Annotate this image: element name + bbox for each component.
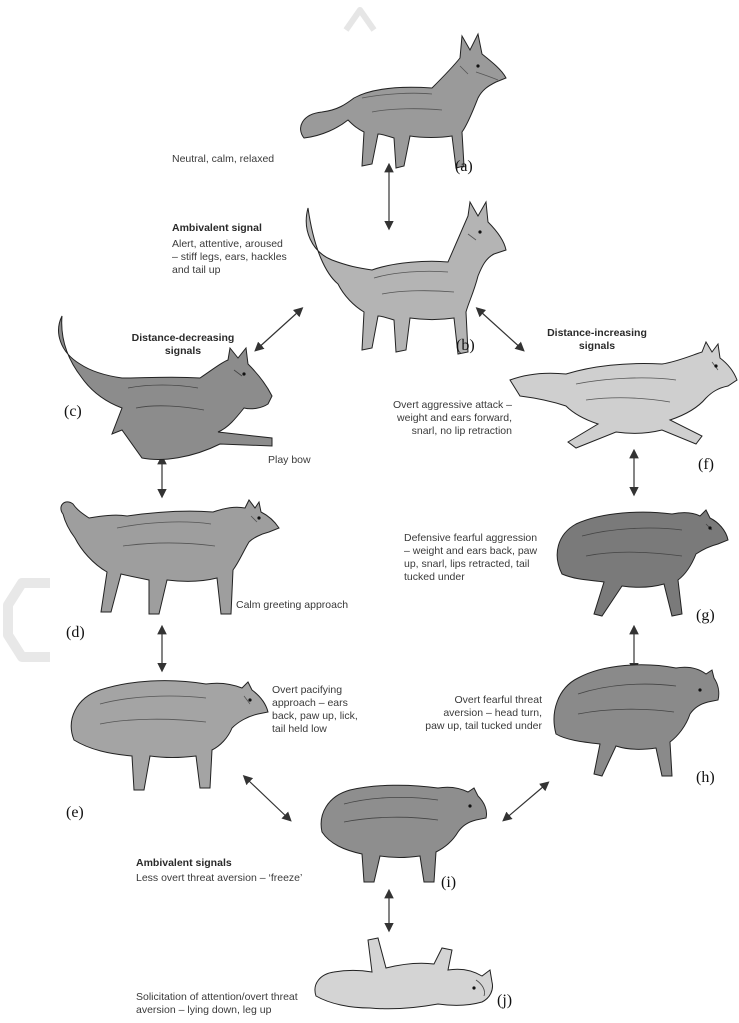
- label-d: (d): [66, 624, 85, 642]
- label-h: (h): [696, 769, 715, 787]
- caption-play-bow: Play bow: [268, 454, 311, 467]
- caption-calm-greeting: Calm greeting approach: [236, 599, 348, 612]
- label-c: (c): [64, 403, 82, 421]
- dog-pacifying-icon: [60, 676, 270, 796]
- caption-less-overt: Less overt threat aversion – ‘freeze’: [136, 872, 302, 885]
- label-f: (f): [698, 456, 714, 474]
- arrow-h-i: [504, 786, 544, 820]
- dog-play-bow-icon: [52, 312, 282, 468]
- caption-overt-fearful-threat: Overt fearful threat aversion – head tur…: [404, 694, 542, 733]
- caption-neutral: Neutral, calm, relaxed: [172, 153, 274, 166]
- caption-ambivalent-signal-desc: Alert, attentive, aroused – stiff legs, …: [172, 238, 287, 277]
- dog-defensive-aggression-icon: [542, 504, 730, 622]
- dog-lying-on-back-icon: [306, 930, 496, 1020]
- caption-overt-pacifying: Overt pacifying approach – ears back, pa…: [272, 684, 358, 736]
- caption-ambivalent-signal-title: Ambivalent signal: [172, 222, 262, 235]
- label-j: (j): [497, 992, 512, 1010]
- dog-standing-neutral-icon: [292, 28, 508, 176]
- caption-defensive-fearful: Defensive fearful aggression – weight an…: [404, 532, 537, 584]
- label-a: (a): [455, 158, 473, 176]
- label-i: (i): [441, 874, 456, 892]
- label-g: (g): [696, 607, 715, 625]
- dog-attack-lunge-icon: [506, 340, 739, 458]
- label-b: (b): [456, 337, 475, 355]
- dog-freeze-icon: [314, 782, 490, 884]
- dog-fearful-aversion-icon: [548, 656, 720, 782]
- caption-solicitation: Solicitation of attention/overt threat a…: [136, 991, 298, 1017]
- label-e: (e): [66, 804, 84, 822]
- dog-standing-alert-icon: [298, 200, 508, 360]
- caption-overt-aggressive-attack: Overt aggressive attack – weight and ear…: [362, 399, 512, 438]
- caption-ambivalent-signals-title: Ambivalent signals: [136, 857, 232, 870]
